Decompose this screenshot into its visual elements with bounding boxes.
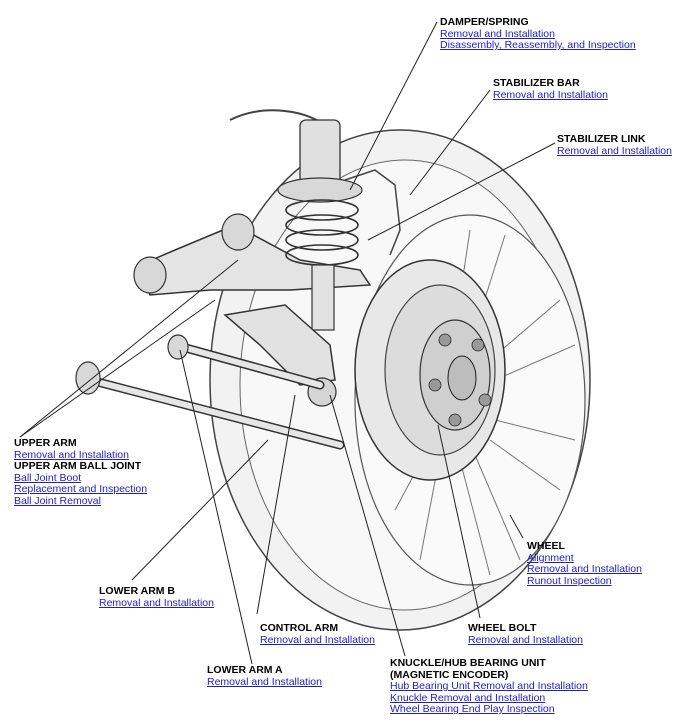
callout-wheel: WHEEL Alignment Removal and Installation… <box>527 540 642 587</box>
callout-title: KNUCKLE/HUB BEARING UNIT <box>390 657 546 669</box>
damper-spring-graphic <box>229 109 401 331</box>
knuckle-removal-link[interactable]: Knuckle Removal and Installation <box>390 691 546 704</box>
ball-joint-boot-link[interactable]: Ball Joint Boot <box>14 471 82 484</box>
damper-spring-disassembly-link[interactable]: Disassembly, Reassembly, and Inspection <box>440 39 636 51</box>
leader-lines <box>19 21 556 665</box>
lower-arm-a-graphic <box>75 361 345 450</box>
callout-title: WHEEL <box>527 540 565 552</box>
lower-arm-a-removal-link[interactable]: Removal and Installation <box>207 675 322 688</box>
wheel-removal-link[interactable]: Removal and Installation <box>527 563 642 575</box>
callout-title: LOWER ARM A <box>207 664 283 676</box>
stabilizer-bar-removal-link[interactable]: Removal and Installation <box>493 88 608 101</box>
lower-arm-b-removal-link[interactable]: Removal and Installation <box>99 596 214 609</box>
callout-lower-arm-b: LOWER ARM B Removal and Installation <box>99 585 214 609</box>
wheel-bearing-inspection-link[interactable]: Wheel Bearing End Play Inspection <box>390 703 555 715</box>
lower-arm-b-graphic <box>167 334 325 390</box>
callout-subtitle: (MAGNETIC ENCODER) <box>390 668 509 681</box>
callout-title: WHEEL BOLT <box>468 622 537 634</box>
callout-title: LOWER ARM B <box>99 585 176 597</box>
callout-stabilizer-link: STABILIZER LINK Removal and Installation <box>557 133 672 157</box>
control-arm-removal-link[interactable]: Removal and Installation <box>260 633 375 646</box>
ball-joint-removal-link[interactable]: Ball Joint Removal <box>14 494 101 507</box>
hub-bearing-removal-link[interactable]: Hub Bearing Unit Removal and Installatio… <box>390 680 588 692</box>
callout-title: UPPER ARM <box>14 437 77 449</box>
callout-upper-arm: UPPER ARM Removal and Installation UPPER… <box>14 437 148 507</box>
wheel-runout-link[interactable]: Runout Inspection <box>527 574 612 587</box>
wheel-alignment-link[interactable]: Alignment <box>527 551 574 564</box>
callout-damper-spring: DAMPER/SPRING Removal and Installation D… <box>440 16 636 52</box>
hub-rotor-graphic <box>354 259 506 481</box>
stabilizer-link-removal-link[interactable]: Removal and Installation <box>557 144 672 157</box>
upper-arm-removal-link[interactable]: Removal and Installation <box>14 448 129 461</box>
callout-title: CONTROL ARM <box>260 622 339 634</box>
callout-title: DAMPER/SPRING <box>440 16 529 28</box>
callout-knuckle-hub: KNUCKLE/HUB BEARING UNIT (MAGNETIC ENCOD… <box>390 657 588 716</box>
callout-wheel-bolt: WHEEL BOLT Removal and Installation <box>468 622 583 646</box>
damper-spring-removal-link[interactable]: Removal and Installation <box>440 27 555 40</box>
callout-control-arm: CONTROL ARM Removal and Installation <box>260 622 375 646</box>
callout-title: STABILIZER BAR <box>493 77 580 89</box>
callout-title: UPPER ARM BALL JOINT <box>14 460 142 472</box>
wheel-bolt-removal-link[interactable]: Removal and Installation <box>468 633 583 646</box>
callout-lower-arm-a: LOWER ARM A Removal and Installation <box>207 664 322 688</box>
ball-joint-replacement-link[interactable]: Replacement and Inspection <box>14 483 148 495</box>
callout-title: STABILIZER LINK <box>557 133 646 145</box>
callout-stabilizer-bar: STABILIZER BAR Removal and Installation <box>493 77 608 101</box>
